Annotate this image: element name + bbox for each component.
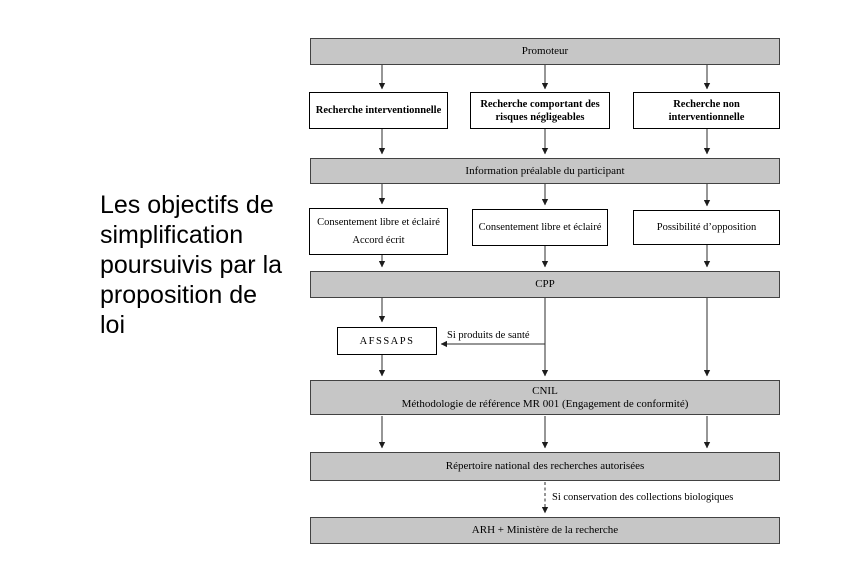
bar-repertoire-label: Répertoire national des recherches autor… — [445, 460, 645, 472]
box-afssaps-label: AFSSAPS — [359, 335, 415, 347]
bar-promoteur: Promoteur — [310, 38, 780, 65]
box-possibilite-opposition: Possibilité d’opposition — [633, 210, 780, 245]
bar-arh-ministere: ARH + Ministère de la recherche — [310, 517, 780, 544]
box-recherche-risques-negligeables: Recherche comportant des risques néglige… — [470, 92, 610, 129]
slide-title-line: loi — [100, 311, 126, 339]
bar-promoteur-label: Promoteur — [521, 45, 569, 57]
bar-repertoire-national: Répertoire national des recherches autor… — [310, 452, 780, 481]
bar-cnil-line2: Méthodologie de référence MR 001 (Engage… — [401, 397, 689, 410]
box-possibilite-opposition-label: Possibilité d’opposition — [656, 222, 757, 233]
slide-title-line: proposition de — [100, 281, 258, 309]
slide-title-line: simplification — [100, 221, 244, 249]
slide-title-line: poursuivis par la — [100, 251, 283, 279]
box-afssaps: AFSSAPS — [337, 327, 437, 355]
box-consentement-libre-eclaire-label: Consentement libre et éclairé — [478, 222, 602, 233]
box-consentement-accord-ecrit: Consentement libre et éclairé Accord écr… — [309, 208, 448, 255]
note-si-conservation-collections: Si conservation des collections biologiq… — [552, 492, 734, 503]
box-recherche-interventionnelle-label: Recherche interventionnelle — [315, 105, 442, 116]
bar-information-label: Information préalable du participant — [465, 164, 625, 177]
bar-cnil-line1: CNIL — [532, 384, 558, 397]
bar-cpp: CPP — [310, 271, 780, 298]
bar-arh-label: ARH + Ministère de la recherche — [471, 524, 619, 536]
box-consentement-line1: Consentement libre et éclairé — [317, 216, 440, 228]
box-recherche-non-interventionnelle-label: Recherche non interventionnelle — [668, 98, 745, 123]
box-recherche-non-interventionnelle: Recherche non interventionnelle — [633, 92, 780, 129]
box-consentement-libre-eclaire: Consentement libre et éclairé — [472, 209, 608, 246]
slide-title-line: Les objectifs de — [100, 191, 274, 219]
bar-cpp-label: CPP — [535, 278, 555, 290]
bar-cnil: CNIL Méthodologie de référence MR 001 (E… — [310, 380, 780, 415]
note-si-produits-de-sante: Si produits de santé — [447, 330, 530, 341]
box-recherche-risques-negligeables-label: Recherche comportant des risques néglige… — [480, 98, 600, 123]
box-consentement-line2: Accord écrit — [352, 235, 405, 247]
bar-information-prealable: Information préalable du participant — [310, 158, 780, 184]
box-recherche-interventionnelle: Recherche interventionnelle — [309, 92, 448, 129]
slide-title: Les objectifs de simplification poursuiv… — [100, 190, 310, 340]
